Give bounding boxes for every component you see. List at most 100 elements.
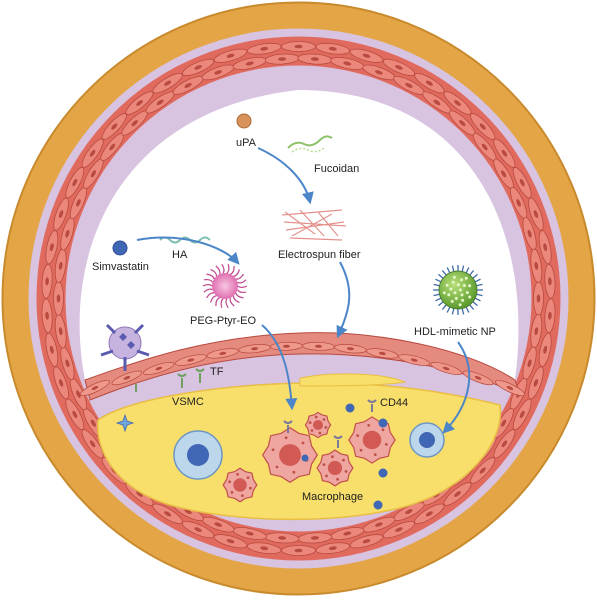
smooth-muscle-cell bbox=[53, 366, 69, 400]
drug-dot bbox=[378, 468, 388, 478]
fucoidan-strand bbox=[287, 135, 333, 153]
intima-muscle-cell bbox=[366, 348, 399, 359]
smooth-muscle-cell bbox=[544, 263, 556, 299]
smooth-muscle-cell bbox=[522, 346, 537, 381]
monocyte-left bbox=[173, 430, 223, 480]
smooth-muscle-cell bbox=[512, 398, 532, 431]
drug-dot bbox=[378, 418, 388, 428]
smooth-muscle-cell bbox=[512, 166, 532, 199]
label-cd44: CD44 bbox=[380, 397, 408, 409]
intima-muscle-cell bbox=[462, 370, 494, 386]
label-upa: uPA bbox=[236, 137, 257, 149]
label-ha: HA bbox=[172, 249, 188, 261]
smooth-muscle-cell bbox=[101, 113, 127, 140]
arrow-micelle-to-plaque bbox=[261, 324, 298, 411]
smooth-muscle-cell bbox=[152, 72, 183, 94]
smooth-muscle-cell bbox=[544, 298, 556, 334]
drug-dot bbox=[345, 403, 355, 413]
intima-muscle-cell bbox=[238, 344, 271, 354]
smooth-muscle-cell bbox=[414, 72, 445, 94]
drug-dot bbox=[373, 500, 383, 510]
smooth-muscle-cell bbox=[538, 230, 552, 265]
smooth-muscle-cell bbox=[246, 542, 282, 555]
smooth-muscle-cell bbox=[493, 429, 516, 459]
vessel-lumen bbox=[79, 90, 519, 380]
upa-particle bbox=[236, 113, 252, 129]
intima-muscle-cell bbox=[111, 370, 143, 386]
smooth-muscle-cell bbox=[54, 313, 67, 349]
macrophage-cell bbox=[261, 426, 319, 484]
arrow-fiber-to-intima bbox=[336, 261, 351, 339]
smooth-muscle-cell bbox=[125, 91, 154, 115]
hdl-mimetic-np bbox=[433, 265, 483, 315]
smooth-muscle-cell bbox=[65, 398, 85, 431]
intima-muscle-cell bbox=[143, 362, 175, 375]
smooth-muscle-cell bbox=[181, 521, 215, 539]
smooth-muscle-cell bbox=[297, 532, 333, 544]
smooth-muscle-cell bbox=[530, 248, 543, 284]
label-macrophage: Macrophage bbox=[302, 491, 363, 503]
smooth-muscle-cell bbox=[528, 366, 544, 400]
smooth-muscle-cell bbox=[414, 503, 445, 525]
sparkle-icon bbox=[115, 413, 135, 433]
macrophage-cluster bbox=[222, 411, 396, 503]
label-electrospun-fiber: Electrospun fiber bbox=[278, 249, 361, 261]
arrow-upa-to-fiber bbox=[257, 147, 314, 205]
smooth-muscle-cell bbox=[538, 332, 552, 367]
smooth-muscle-cell bbox=[264, 532, 300, 544]
smooth-muscle-cell bbox=[443, 482, 472, 506]
smooth-muscle-cell bbox=[382, 58, 416, 76]
intima-muscle-cell bbox=[206, 348, 239, 359]
intima-muscle-cell bbox=[398, 354, 431, 366]
smooth-muscle-cell bbox=[81, 429, 104, 459]
intima-cells bbox=[80, 341, 525, 397]
smooth-muscle-cell bbox=[41, 298, 53, 334]
smooth-muscle-cell bbox=[181, 58, 215, 76]
smooth-muscle-cell bbox=[349, 48, 384, 63]
smooth-muscle-cell bbox=[53, 197, 69, 231]
smooth-muscle-cell bbox=[422, 91, 452, 114]
smooth-muscle-cell bbox=[246, 42, 282, 55]
peg-ptyr-eo-micelle bbox=[202, 263, 248, 309]
label-tf: TF bbox=[210, 366, 224, 378]
smooth-muscle-cell bbox=[81, 138, 104, 168]
label-hdl-mimetic-np: HDL-mimetic NP bbox=[414, 326, 496, 338]
monocyte-right bbox=[409, 422, 445, 458]
smooth-muscle-cell bbox=[533, 281, 544, 316]
smooth-muscle-cell bbox=[281, 41, 316, 52]
smooth-muscle-cell bbox=[443, 91, 472, 115]
smooth-muscle-cell bbox=[362, 64, 396, 81]
smooth-muscle-cell bbox=[349, 534, 384, 549]
smooth-muscle-cell bbox=[232, 527, 267, 540]
ha-strand bbox=[159, 236, 211, 244]
smooth-muscle-cell bbox=[45, 230, 59, 265]
smooth-muscle-cell bbox=[213, 48, 248, 63]
smooth-muscle-cell bbox=[470, 457, 496, 484]
intima-muscle-cell bbox=[174, 354, 207, 366]
antibody-structure bbox=[100, 323, 150, 371]
smooth-muscle-cell bbox=[41, 263, 53, 299]
smooth-muscle-cell bbox=[53, 281, 64, 316]
smooth-muscle-cell bbox=[152, 503, 183, 525]
smooth-muscle-cell bbox=[528, 197, 544, 231]
cd44-receptors bbox=[283, 399, 377, 448]
intima-muscle-cell bbox=[80, 379, 110, 397]
macrophage-cell bbox=[304, 411, 332, 439]
tf-receptors bbox=[135, 368, 205, 392]
smooth-muscle-cell bbox=[315, 42, 351, 55]
smooth-muscle-cell bbox=[382, 521, 416, 539]
macrophage-cell bbox=[316, 449, 354, 487]
label-simvastatin: Simvastatin bbox=[92, 261, 149, 273]
macrophage-cell bbox=[348, 416, 396, 464]
label-fucoidan: Fucoidan bbox=[314, 163, 359, 175]
electrospun-fiber bbox=[281, 209, 347, 241]
smooth-muscle-cell bbox=[315, 542, 351, 555]
smooth-muscle-cell bbox=[281, 545, 316, 556]
intima-muscle-cell bbox=[495, 379, 525, 397]
smooth-muscle-cell bbox=[213, 534, 248, 549]
label-vsmc: VSMC bbox=[172, 396, 204, 408]
arrow-ha-to-micelle bbox=[136, 236, 240, 265]
intima-muscle-cell bbox=[430, 362, 462, 375]
